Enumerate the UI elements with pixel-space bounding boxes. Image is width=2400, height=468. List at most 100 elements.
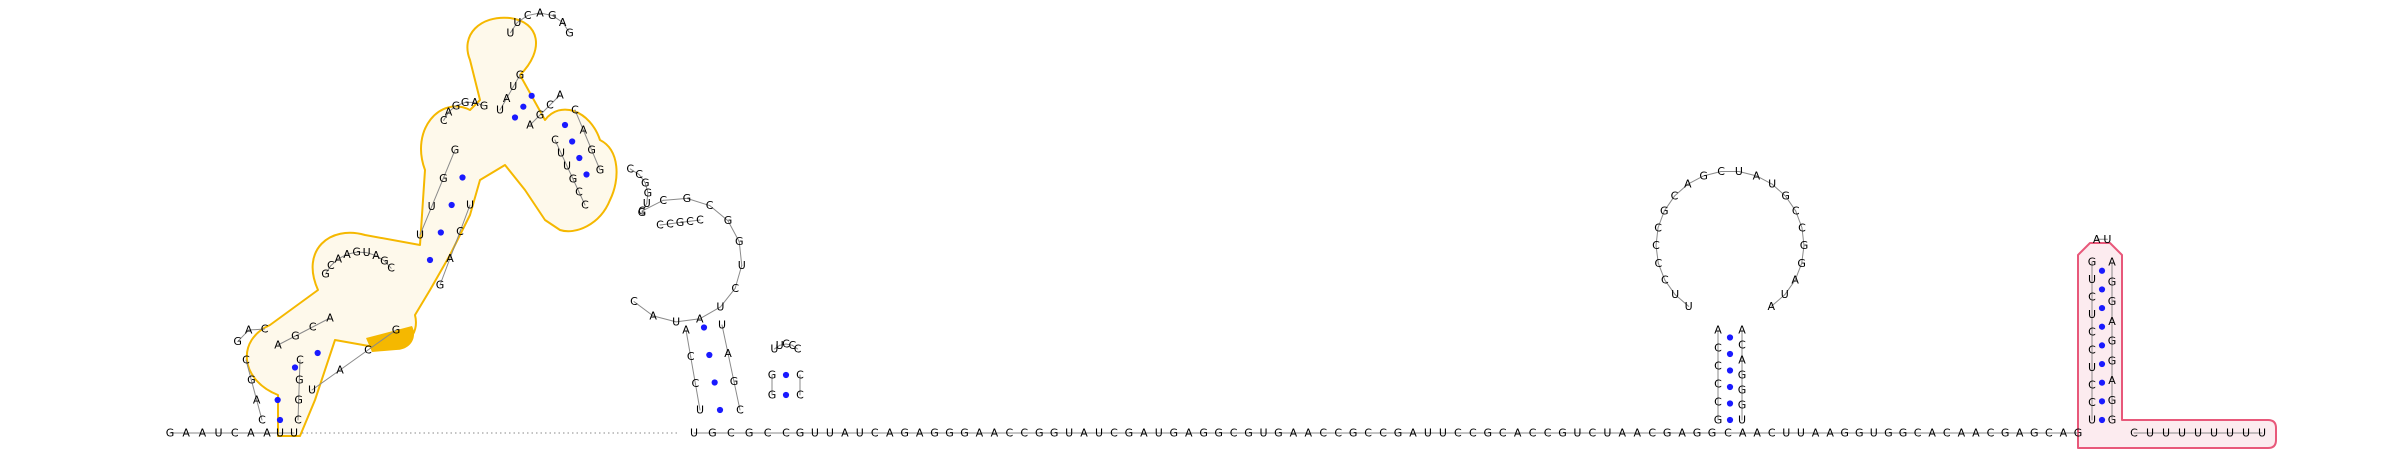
backbone-link xyxy=(237,329,250,343)
nucleotide-60: C xyxy=(1469,427,1477,440)
nucleotide-69: U xyxy=(1603,427,1611,440)
backbone-link xyxy=(298,379,300,401)
nucleotide-4: C xyxy=(231,427,239,440)
nucleotide-103: U xyxy=(2146,427,2154,440)
nucleotide-226: G xyxy=(1738,399,1747,412)
nucleotide-122: A xyxy=(274,339,282,352)
nucleotide-168: C xyxy=(571,104,579,117)
nucleotide-267: G xyxy=(2108,354,2117,367)
nucleotide-79: A xyxy=(1753,427,1761,440)
nucleotide-34: A xyxy=(1080,427,1088,440)
nucleotide-104: U xyxy=(2162,427,2170,440)
nucleotide-133: A xyxy=(343,248,351,261)
nucleotide-17: U xyxy=(826,427,834,440)
backbone-link xyxy=(375,255,385,262)
backbone-lines xyxy=(169,12,2263,434)
backbone-link xyxy=(560,152,568,167)
nucleotide-188: G xyxy=(724,214,733,227)
nucleotide-142: G xyxy=(451,144,460,157)
backbone-link xyxy=(330,258,339,267)
nucleotide-239: C xyxy=(1671,190,1679,203)
nucleotide-211: G xyxy=(768,369,777,382)
nucleotide-195: A xyxy=(649,309,657,322)
nucleotide-102: C xyxy=(2130,427,2138,440)
base-pair xyxy=(716,406,724,414)
nucleotide-144: A xyxy=(446,252,454,265)
nucleotide-109: U xyxy=(2242,427,2250,440)
nucleotide-268: G xyxy=(2108,335,2117,348)
nucleotide-269: A xyxy=(2108,315,2116,328)
nucleotide-140: U xyxy=(428,200,436,213)
backbone-link xyxy=(669,222,681,225)
backbone-link xyxy=(738,241,743,266)
nucleotide-62: C xyxy=(1499,427,1507,440)
backbone-link xyxy=(733,381,741,411)
nucleotide-271: G xyxy=(2108,275,2117,288)
base-pair xyxy=(782,371,790,379)
backbone-link xyxy=(574,109,584,131)
nucleotide-56: A xyxy=(1409,427,1417,440)
nucleotide-136: A xyxy=(372,249,380,262)
backbone-link xyxy=(439,257,451,286)
backbone-link xyxy=(539,12,553,16)
nucleotide-46: U xyxy=(1259,427,1267,440)
nucleotide-173: U xyxy=(557,147,565,160)
backbone-link xyxy=(516,14,529,23)
nucleotide-224: A xyxy=(1714,324,1722,337)
nucleotide-229: A xyxy=(1738,354,1746,367)
nucleotide-253: A xyxy=(1768,300,1776,313)
nucleotide-143: G xyxy=(436,279,445,292)
nucleotide-112: A xyxy=(253,394,261,407)
nucleotide-170: G xyxy=(587,144,596,157)
nucleotide-29: C xyxy=(1005,427,1013,440)
nucleotide-93: A xyxy=(1958,427,1966,440)
nucleotide-127: A xyxy=(336,364,344,377)
nucleotide-233: U xyxy=(1671,288,1679,301)
nucleotide-245: U xyxy=(1768,178,1776,191)
nucleotide-1: A xyxy=(182,427,190,440)
nucleotide-161: U xyxy=(506,26,514,39)
nucleotide-73: G xyxy=(1663,427,1672,440)
base-pair xyxy=(2098,342,2106,349)
base-pair xyxy=(2098,360,2106,368)
helix-highlight xyxy=(245,16,618,437)
nucleotide-119: G xyxy=(233,335,242,348)
nucleotide-175: G xyxy=(569,173,578,186)
backbone-link xyxy=(633,301,654,317)
nucleotide-206: C xyxy=(666,217,674,230)
nucleotide-246: G xyxy=(1781,190,1790,203)
backbone-link xyxy=(662,197,688,201)
nucleotide-15: G xyxy=(796,427,805,440)
nucleotide-222: C xyxy=(1714,360,1722,373)
backbone-link xyxy=(679,220,691,223)
backbone-link xyxy=(1703,171,1722,177)
nucleotide-23: A xyxy=(916,427,924,440)
nucleotide-13: C xyxy=(764,427,772,440)
base-pair xyxy=(711,379,718,386)
nucleotide-66: G xyxy=(1558,427,1567,440)
nucleotide-183: G xyxy=(638,206,647,219)
nucleotide-125: A xyxy=(326,312,334,325)
nucleotide-212: C xyxy=(796,389,804,402)
nucleotide-120: A xyxy=(245,324,253,337)
nucleotide-244: A xyxy=(1753,169,1761,182)
nucleotide-272: A xyxy=(2108,256,2116,269)
nucleotide-124: C xyxy=(309,321,317,334)
nucleotide-204: C xyxy=(736,404,744,417)
nucleotide-215: U xyxy=(776,339,784,352)
backbone-link xyxy=(325,265,332,275)
nucleotide-202: A xyxy=(724,347,732,360)
nucleotide-113: G xyxy=(247,374,256,387)
backbone-link xyxy=(1657,210,1665,229)
base-pair xyxy=(2098,379,2106,386)
nucleotide-117: G xyxy=(295,374,304,387)
base-pair xyxy=(1726,350,1734,358)
nucleotide-178: C xyxy=(626,162,634,175)
nucleotide-167: G xyxy=(565,26,574,39)
nucleotide-138: C xyxy=(387,262,395,275)
base-pair xyxy=(2098,416,2106,424)
backbone-link xyxy=(443,111,450,121)
nucleotide-171: G xyxy=(596,164,605,177)
